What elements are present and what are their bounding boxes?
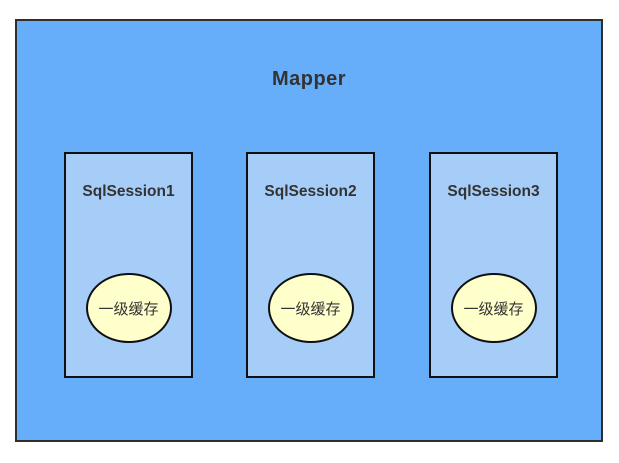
mapper-title: Mapper <box>271 68 347 90</box>
first-level-cache-ellipse: 一级缓存 <box>85 273 172 343</box>
first-level-cache-label: 一级缓存 <box>463 300 524 318</box>
sqlsession2-box: SqlSession2 一级缓存 <box>246 152 375 378</box>
sqlsession3-label: SqlSession3 <box>447 183 540 200</box>
sqlsession1-box: SqlSession1 一级缓存 <box>64 152 193 378</box>
sqlsession1-label: SqlSession1 <box>82 183 175 200</box>
sqlsession3-box: SqlSession3 一级缓存 <box>429 152 558 378</box>
sqlsession2-label: SqlSession2 <box>264 183 357 200</box>
first-level-cache-label: 一级缓存 <box>280 300 341 318</box>
first-level-cache-ellipse: 一级缓存 <box>267 273 354 343</box>
first-level-cache-label: 一级缓存 <box>98 300 159 318</box>
mapper-container: Mapper SqlSession1 一级缓存 SqlSession2 一级缓存… <box>15 19 603 442</box>
first-level-cache-ellipse: 一级缓存 <box>450 273 537 343</box>
